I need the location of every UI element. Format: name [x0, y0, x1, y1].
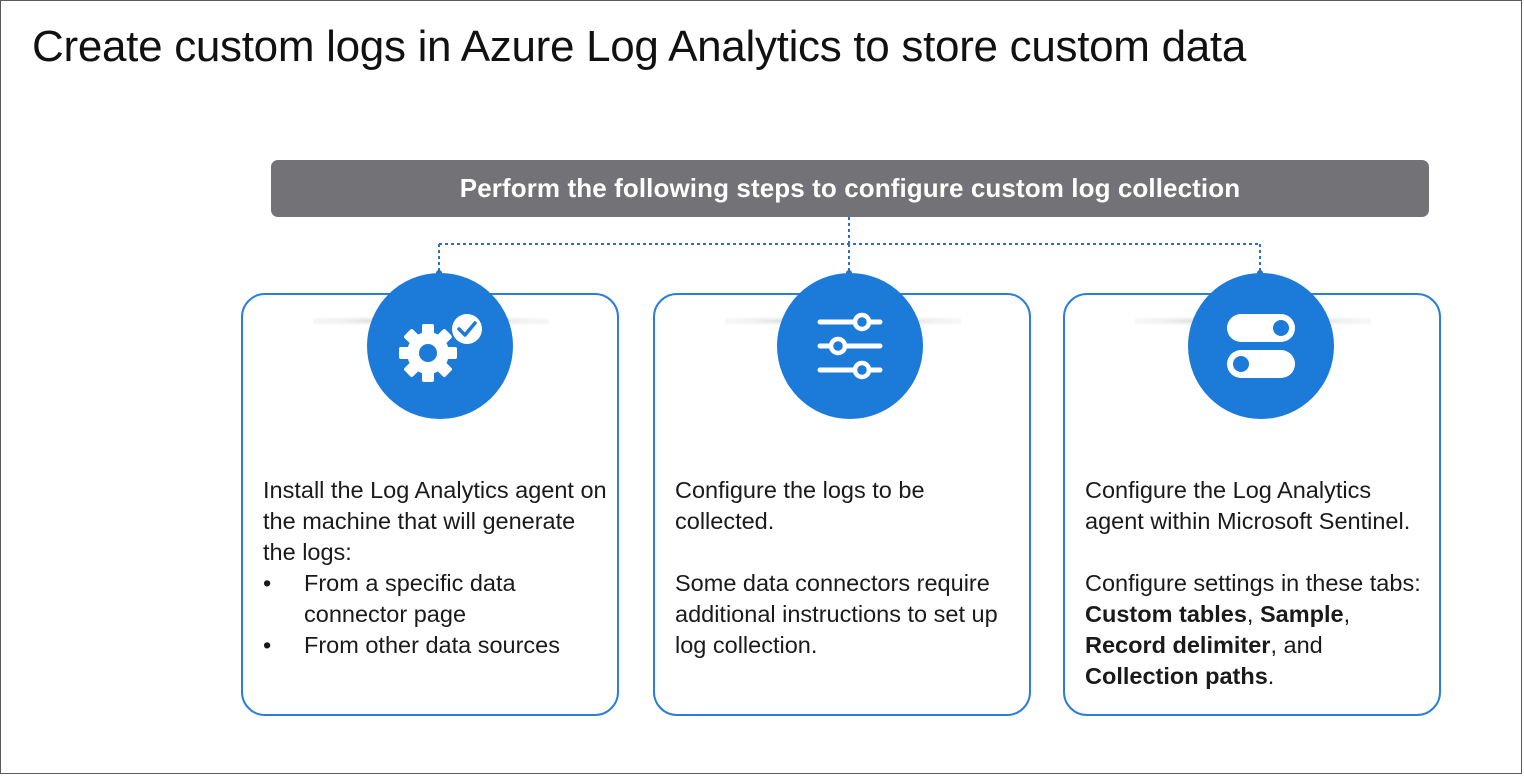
banner-text: Perform the following steps to configure…: [459, 173, 1241, 203]
step-card-configure-agent: Configure the Log Analytics agent within…: [1063, 293, 1441, 716]
step-1-badge: [367, 273, 513, 419]
separator: , and: [1270, 632, 1323, 658]
step-3-prefix: Configure settings in these tabs:: [1085, 570, 1421, 596]
tab-record-delimiter: Record delimiter: [1085, 632, 1271, 658]
step-1-bullet-2: From other data sources: [263, 630, 613, 661]
steps-banner: Perform the following steps to configure…: [271, 160, 1429, 217]
step-3-badge: [1188, 273, 1334, 419]
step-1-text: Install the Log Analytics agent on the m…: [263, 475, 613, 661]
separator: ,: [1246, 601, 1260, 627]
tab-sample: Sample: [1259, 601, 1344, 627]
tab-custom-tables: Custom tables: [1085, 601, 1247, 627]
step-1-bullet-1: From a specific data connector page: [263, 568, 613, 630]
tab-collection-paths: Collection paths: [1085, 663, 1268, 689]
step-1-intro: Install the Log Analytics agent on the m…: [263, 477, 607, 565]
step-3-line-1: Configure the Log Analytics agent within…: [1085, 477, 1411, 534]
sliders-icon: [817, 312, 883, 380]
separator: ,: [1343, 601, 1351, 627]
step-card-configure-logs: Configure the logs to be collected. Some…: [653, 293, 1031, 716]
step-2-line-2: Some data connectors require additional …: [675, 570, 998, 658]
toggle-switches-icon: [1227, 314, 1295, 378]
step-3-text: Configure the Log Analytics agent within…: [1085, 475, 1435, 692]
gear-check-icon: [399, 312, 484, 382]
step-1-bullets: From a specific data connector page From…: [263, 568, 613, 661]
step-2-text: Configure the logs to be collected. Some…: [675, 475, 1025, 661]
step-2-badge: [777, 273, 923, 419]
step-3-line-2: Configure settings in these tabs: Custom…: [1085, 568, 1435, 692]
step-2-line-1: Configure the logs to be collected.: [675, 477, 925, 534]
slide-title: Create custom logs in Azure Log Analytic…: [32, 22, 1247, 71]
sentence-end: .: [1267, 663, 1275, 689]
